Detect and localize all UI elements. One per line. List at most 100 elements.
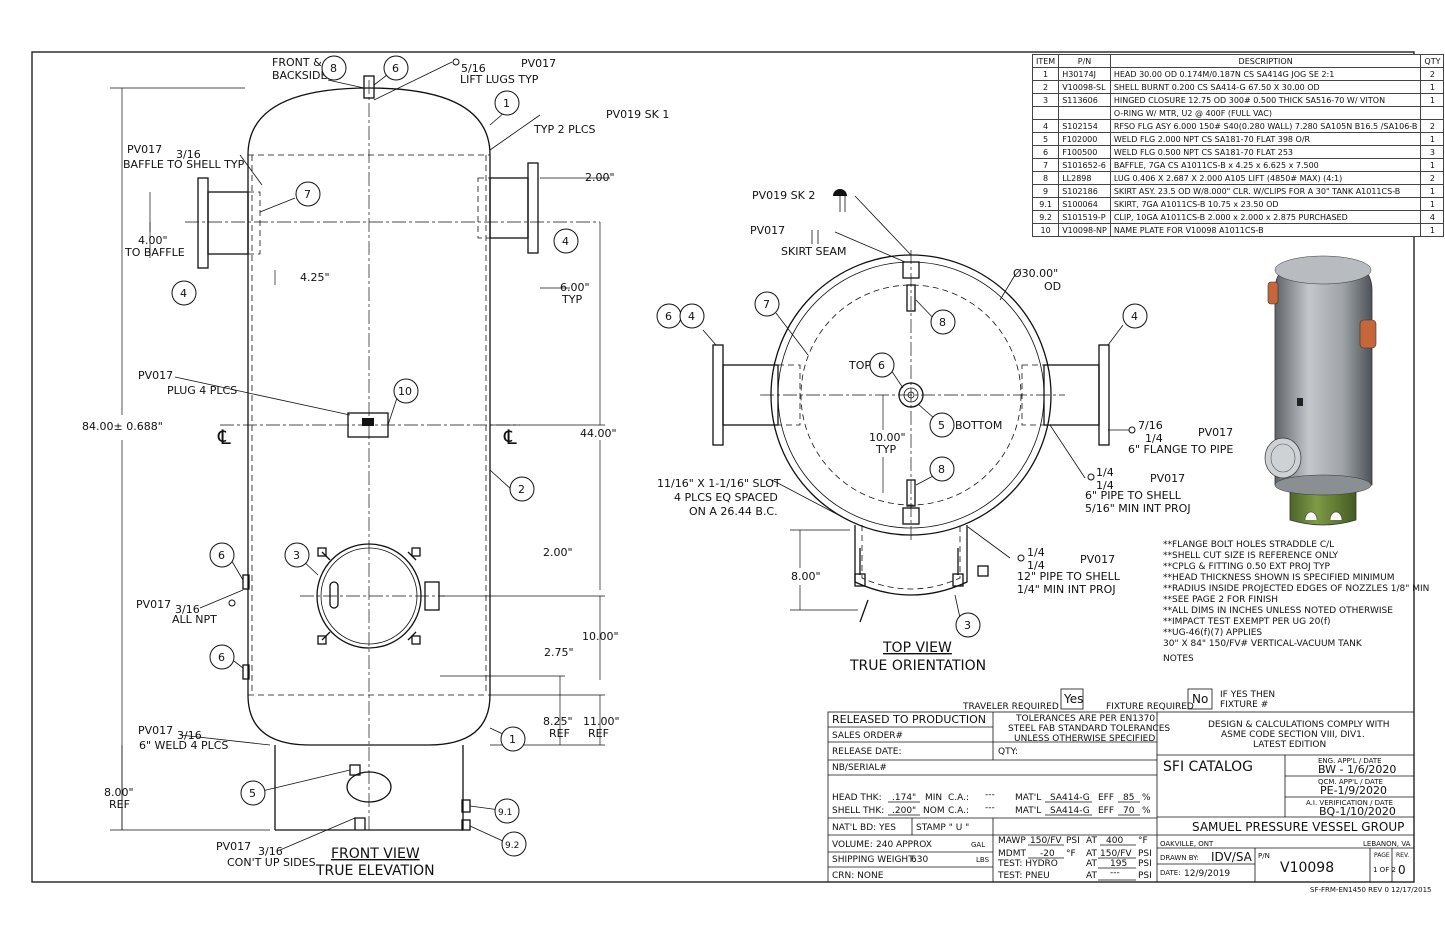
bom-cell-desc: O-RING W/ MTR, U2 @ 400F (FULL VAC) bbox=[1109, 106, 1422, 120]
p12-note-2: 1/4" MIN INT PROJ bbox=[1017, 583, 1116, 596]
bom-cell-pn: S101519-P bbox=[1058, 210, 1111, 224]
mdmt-psi: PSI bbox=[1138, 849, 1152, 859]
top-balloons: 6 4 7 8 4 6 5 8 3 bbox=[656, 291, 1148, 638]
balloon-9-1: 9.1 bbox=[498, 808, 512, 818]
note-4: **HEAD THICKNESS SHOWN IS SPECIFIED MINI… bbox=[1163, 573, 1395, 583]
dim-600-typ: TYP bbox=[561, 293, 582, 306]
design-2: ASME CODE SECTION VIII, DIV1. bbox=[1221, 730, 1365, 740]
dim-top-10: 10.00" bbox=[869, 431, 906, 444]
test2-value: --- bbox=[1110, 868, 1120, 878]
dim-8: 8.00" bbox=[104, 786, 134, 799]
mawp-at: AT bbox=[1086, 836, 1097, 846]
ship-weight-value: 630 bbox=[911, 855, 928, 865]
if-yes: IF YES THEN bbox=[1220, 690, 1275, 700]
notes: **FLANGE BOLT HOLES STRADDLE C/L **SHELL… bbox=[1163, 540, 1429, 664]
bom-cell-qty: 1 bbox=[1420, 197, 1445, 211]
ai-label: A.I. VERIFICATION / DATE bbox=[1306, 799, 1393, 807]
fixture-value: No bbox=[1192, 692, 1208, 706]
city-lebanon: LEBANON, VA bbox=[1363, 840, 1411, 848]
dim-10: 10.00" bbox=[582, 630, 619, 643]
crn: CRN: NONE bbox=[832, 871, 884, 881]
dim-600: 6.00" bbox=[560, 281, 590, 294]
bom-cell-pn: F100500 bbox=[1058, 145, 1111, 159]
bom-cell-pn: S100064 bbox=[1058, 197, 1111, 211]
npt-note: ALL NPT bbox=[172, 613, 217, 626]
p6-note-1: 6" PIPE TO SHELL bbox=[1085, 489, 1182, 502]
top-view-sub: TRUE ORIENTATION bbox=[849, 658, 986, 674]
typ2-plcs: TYP 2 PLCS bbox=[533, 123, 596, 136]
drawn-by-label: DRAWN BY: bbox=[1160, 854, 1199, 862]
cont-note: CON'T UP SIDES bbox=[227, 856, 316, 869]
head-eff-value: 85 bbox=[1123, 793, 1134, 803]
released-to-production: RELEASED TO PRODUCTION bbox=[832, 713, 986, 726]
rev-label: REV. bbox=[1396, 852, 1409, 859]
bom-cell-desc: HINGED CLOSURE 12.75 OD 300# 0.500 THICK… bbox=[1109, 93, 1422, 107]
vessel-outline bbox=[247, 87, 491, 746]
cont-size: 3/16 bbox=[258, 845, 283, 858]
dim-11-ref: REF bbox=[588, 727, 609, 740]
head-ca: C.A.: bbox=[948, 793, 969, 803]
top-balloon-3: 3 bbox=[964, 619, 971, 632]
head-thk-value: .174" bbox=[892, 793, 916, 803]
bom-cell-item: 7 bbox=[1031, 158, 1060, 172]
shell-ca-value: --- bbox=[985, 803, 995, 813]
mdmt-label: MDMT bbox=[998, 849, 1026, 859]
bom-cell-pn bbox=[1058, 106, 1111, 120]
tolerance-2: STEEL FAB STANDARD TOLERANCES bbox=[1008, 724, 1170, 734]
bom-cell-qty: 2 bbox=[1420, 119, 1445, 133]
note-1: **FLANGE BOLT HOLES STRADDLE C/L bbox=[1163, 540, 1334, 550]
p12-size-2: 1/4 bbox=[1027, 559, 1045, 572]
dim-top-10-typ: TYP bbox=[875, 443, 896, 456]
dim-275: 2.75" bbox=[544, 646, 574, 659]
right-nozzle bbox=[477, 162, 539, 254]
bom-cell-pn: S101652-6 bbox=[1058, 158, 1111, 172]
test1-at: AT bbox=[1086, 859, 1097, 869]
front-view-title: FRONT VIEW bbox=[331, 846, 420, 862]
top-balloon-8-b: 8 bbox=[938, 463, 945, 476]
bom-cell-desc: NAME PLATE FOR V10098 A1011CS-B bbox=[1109, 223, 1422, 237]
p6-size-2: 1/4 bbox=[1096, 479, 1114, 492]
lift-lug bbox=[363, 75, 375, 99]
fl-note: 6" FLANGE TO PIPE bbox=[1128, 443, 1233, 456]
form-number: SF-FRM-EN1450 REV 0 12/17/2015 bbox=[1310, 886, 1431, 894]
qcm-label: QCM. APP'L / DATE bbox=[1318, 778, 1383, 786]
mawp-temp: 400 bbox=[1106, 836, 1123, 846]
centerline-right: ℄ bbox=[503, 425, 517, 449]
p12-note-1: 12" PIPE TO SHELL bbox=[1017, 570, 1121, 583]
balloon-3: 3 bbox=[293, 549, 300, 562]
part-number: V10098 bbox=[1280, 860, 1334, 876]
front-balloons: 8 6 1 7 4 4 10 2 3 6 6 1 5 9.1 9.2 bbox=[171, 55, 579, 857]
top-label: TOP bbox=[848, 359, 871, 372]
bom-cell-desc: HEAD 30.00 OD 0.174M/0.187N CS SA414G JO… bbox=[1109, 67, 1422, 81]
head-thk-label: HEAD THK: bbox=[832, 793, 882, 803]
balloon-1-bottom: 1 bbox=[509, 733, 516, 746]
bom-cell-item bbox=[1031, 106, 1060, 120]
dim-top-8: 8.00" bbox=[791, 570, 821, 583]
note-5: **RADIUS INSIDE PROJECTED EDGES OF NOZZL… bbox=[1163, 584, 1429, 594]
centerline-left: ℄ bbox=[217, 425, 231, 449]
pv019-sk1: PV019 SK 1 bbox=[606, 108, 669, 121]
dim-825-ref: REF bbox=[549, 727, 570, 740]
head-material: SA414-G bbox=[1050, 793, 1090, 803]
top-balloon-4-right: 4 bbox=[1131, 310, 1138, 323]
test-hydro: TEST: HYDRO bbox=[997, 859, 1058, 869]
bom-cell-item: 9.2 bbox=[1031, 210, 1060, 224]
bom-cell-qty: 1 bbox=[1420, 184, 1445, 198]
lug-note: LIFT LUGS TYP bbox=[460, 73, 539, 86]
balloon-6-a: 6 bbox=[218, 549, 225, 562]
od-label: OD bbox=[1044, 280, 1061, 293]
bom-cell-item: 2 bbox=[1031, 80, 1060, 94]
test-pneu: TEST: PNEU bbox=[997, 871, 1050, 881]
slot-note-2: 4 PLCS EQ SPACED bbox=[674, 491, 778, 504]
volume-gal: GAL bbox=[971, 841, 985, 849]
bom-cell-item: 9.1 bbox=[1031, 197, 1060, 211]
note-6: **SEE PAGE 2 FOR FINISH bbox=[1163, 595, 1278, 605]
slot-note-3: ON A 26.44 B.C. bbox=[689, 505, 778, 518]
eng-value: BW - 1/6/2020 bbox=[1318, 763, 1396, 776]
